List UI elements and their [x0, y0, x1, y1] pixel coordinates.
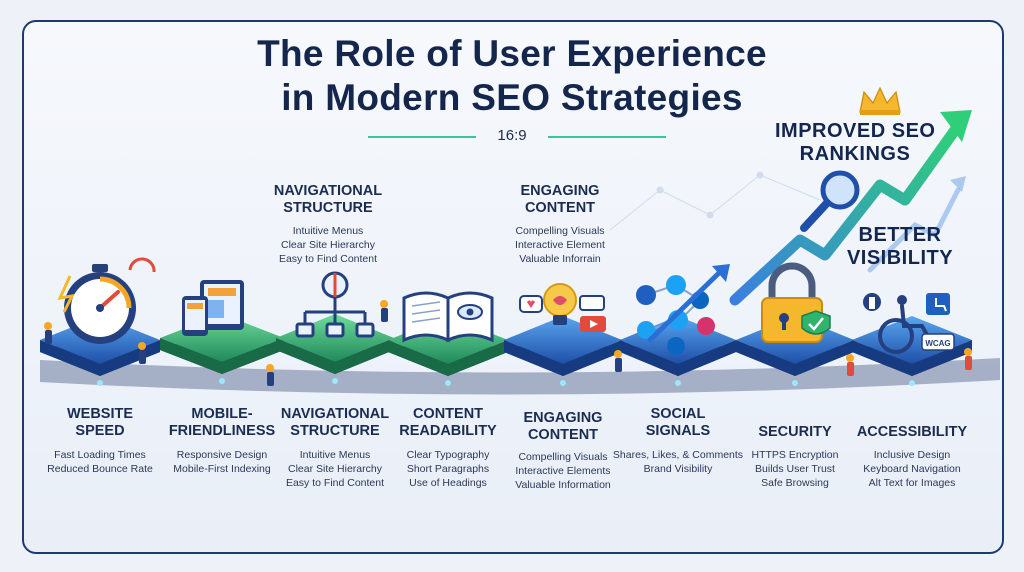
stage-desc-social: Shares, Likes, & Comments Brand Visibili… — [612, 449, 744, 475]
top-desc-navigational: Intuitive Menus Clear Site Hierarchy Eas… — [278, 225, 378, 265]
people-figures — [44, 300, 972, 386]
person-figure — [964, 348, 972, 370]
stage-title-engaging: ENGAGING CONTENT — [523, 410, 603, 443]
top-label-navigational: NAVIGATIONAL STRUCTURE — [273, 183, 383, 216]
stage-desc-security: HTTPS Encryption Builds User Trust Safe … — [751, 449, 839, 489]
callout-better-visibility: BETTER VISIBILITY — [846, 224, 954, 269]
title-line-1: The Role of User Experience — [257, 33, 767, 74]
ratio-divider-left — [368, 136, 476, 138]
aspect-ratio-label: 16:9 — [497, 127, 527, 144]
glow-dots — [97, 378, 915, 386]
stage-title-mobile: MOBILE- FRIENDLINESS — [168, 406, 276, 439]
lightbulb-icon — [519, 283, 606, 332]
stage-title-speed: WEBSITE SPEED — [66, 406, 134, 439]
devices-icon — [182, 280, 244, 336]
stage-desc-mobile: Responsive Design Mobile-First Indexing — [173, 449, 271, 475]
wheelchair-icon: WCAG — [863, 293, 955, 354]
page-title: The Role of User Experience in Modern SE… — [0, 32, 1024, 120]
stage-desc-accessibility: Inclusive Design Keyboard Navigation Alt… — [863, 449, 961, 489]
stage-title-social: SOCIAL SIGNALS — [645, 406, 711, 439]
network-background — [609, 171, 821, 231]
person-figure — [44, 322, 52, 344]
wcag-badge: WCAG — [925, 339, 950, 348]
growth-arrow-icon — [729, 110, 972, 306]
stage-desc-engaging: Compelling Visuals Interactive Elements … — [515, 451, 611, 491]
person-figure — [380, 300, 388, 322]
stage-desc-speed: Fast Loading Times Reduced Bounce Rate — [47, 449, 153, 475]
title-line-2: in Modern SEO Strategies — [281, 77, 743, 118]
base-band — [40, 358, 1000, 395]
person-figure — [614, 350, 622, 372]
sitemap-icon — [295, 271, 375, 338]
social-network-icon — [636, 264, 730, 355]
stage-title-readability: CONTENT READABILITY — [399, 406, 497, 439]
crown-icon — [859, 86, 901, 115]
ratio-divider-right — [548, 136, 666, 138]
top-desc-engaging: Compelling Visuals Interactive Element V… — [515, 225, 605, 265]
stage-title-security: SECURITY — [758, 424, 832, 440]
magnifier-icon — [800, 170, 860, 232]
infographic-frame — [22, 20, 1004, 554]
stage-title-accessibility: ACCESSIBILITY — [856, 424, 968, 440]
stage-desc-readability: Clear Typography Short Paragraphs Use of… — [406, 449, 490, 489]
stopwatch-icon — [57, 257, 156, 344]
person-figure — [138, 342, 146, 364]
top-label-engaging: ENGAGING CONTENT — [520, 183, 600, 216]
stage-desc-navigation: Intuitive Menus Clear Site Hierarchy Eas… — [285, 449, 385, 489]
padlock-icon — [761, 262, 831, 343]
book-icon — [402, 291, 494, 343]
stage-title-navigation: NAVIGATIONAL STRUCTURE — [280, 406, 390, 439]
person-figure — [846, 354, 854, 376]
person-figure — [266, 364, 274, 386]
callout-seo-rankings: IMPROVED SEO RANKINGS — [775, 120, 936, 165]
